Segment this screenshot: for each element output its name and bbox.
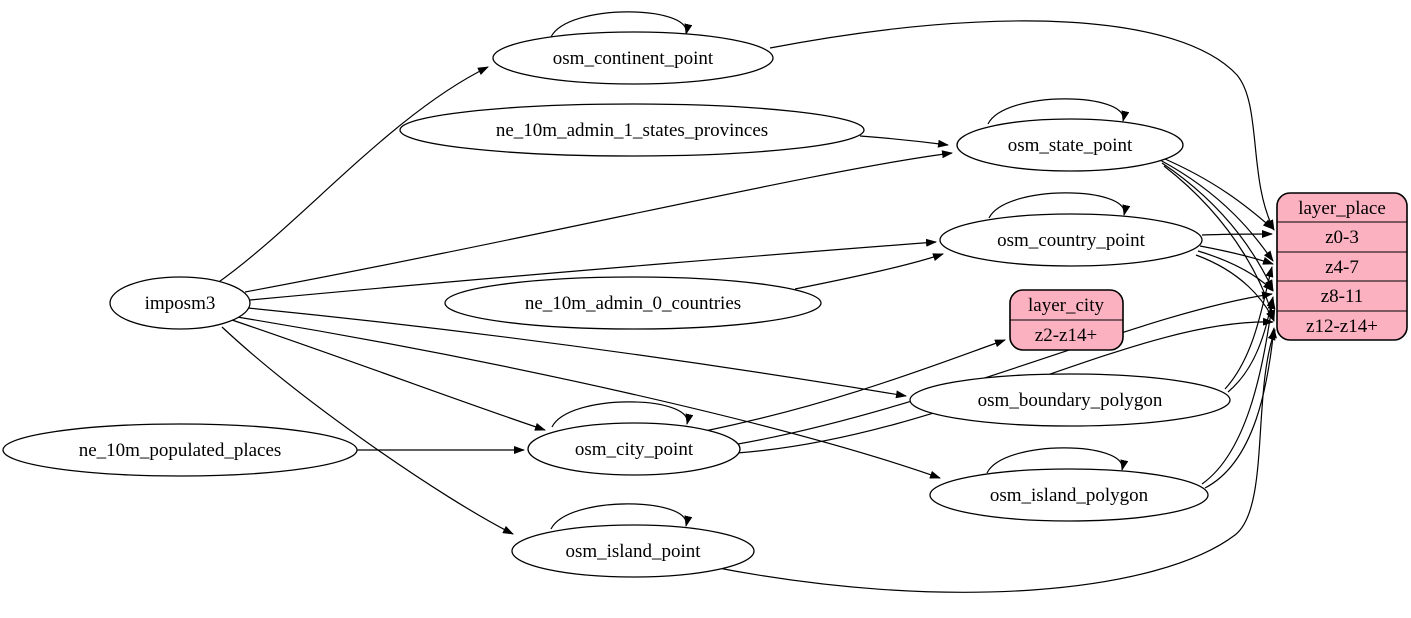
edge-osm-continent-point-to-layer-place-z0-3	[769, 20, 1275, 231]
node-layer-place: layer_place z0-3 z4-7 z8-11 z12-z14+	[1276, 192, 1408, 341]
edge-imposm3-to-osm-city-point	[231, 319, 546, 431]
osm-continent-point-shape	[492, 31, 774, 85]
edge-imposm3-to-osm-continent-point	[215, 66, 489, 285]
edge-osm-country-point-to-layer-place-z8-11	[1197, 250, 1274, 292]
ne-10m-populated-places-shape	[2, 423, 358, 477]
layer-place-row-z0-3: z0-3	[1325, 227, 1359, 248]
imposm3-shape	[109, 276, 251, 330]
self-loop-osm-state-point	[987, 98, 1130, 125]
node-osm-country-point: osm_country_point	[939, 213, 1203, 267]
node-ne-10m-admin-1-states-provinces: ne_10m_admin_1_states_provinces	[399, 103, 865, 157]
ne-10m-admin-0-countries-shape	[444, 276, 822, 330]
osm-country-point-shape	[939, 213, 1203, 267]
edge-ne-10m-admin-0-to-osm-country-point	[794, 253, 944, 290]
layer-city-row-z2-z14: z2-z14+	[1035, 325, 1097, 346]
osm-island-point-shape	[511, 524, 755, 578]
edge-osm-city-point-to-layer-city-z2-z14	[704, 339, 1006, 432]
node-ne-10m-populated-places: ne_10m_populated_places	[2, 423, 358, 477]
edge-osm-country-point-to-layer-place-z0-3	[1201, 230, 1273, 239]
osm-city-point-shape	[527, 422, 741, 476]
layer-city-title: layer_city	[1028, 295, 1104, 316]
edge-imposm3-to-osm-island-polygon	[236, 316, 941, 479]
osm-boundary-polygon-shape	[909, 373, 1231, 427]
node-ne-10m-admin-0-countries: ne_10m_admin_0_countries	[444, 276, 822, 330]
edge-imposm3-to-osm-state-point	[244, 150, 953, 293]
edge-osm-city-point-to-layer-place-z8-11	[737, 291, 1273, 445]
layer-place-title: layer_place	[1298, 198, 1386, 219]
osm-island-polygon-shape	[929, 468, 1209, 522]
node-osm-city-point: osm_city_point	[527, 422, 741, 476]
node-osm-island-polygon: osm_island_polygon	[929, 468, 1209, 522]
osm-island-point-label: osm_island_point	[565, 541, 701, 562]
osm-continent-point-label: osm_continent_point	[553, 48, 714, 69]
osm-city-point-label: osm_city_point	[575, 439, 694, 460]
osm-island-polygon-label: osm_island_polygon	[990, 485, 1149, 506]
edge-osm-island-polygon-to-layer-place-z12-z14	[1204, 327, 1277, 489]
osm-state-point-label: osm_state_point	[1008, 135, 1133, 156]
node-imposm3: imposm3	[109, 276, 251, 330]
ne-10m-admin-1-states-provinces-label: ne_10m_admin_1_states_provinces	[496, 120, 768, 141]
layer-place-shape	[1276, 192, 1408, 341]
edge-imposm3-to-osm-country-point	[249, 238, 937, 301]
self-loop-osm-country-point	[988, 192, 1131, 219]
node-osm-boundary-polygon: osm_boundary_polygon	[909, 373, 1231, 427]
osm-state-point-shape	[956, 118, 1184, 172]
edge-osm-country-point-to-layer-place-z4-7	[1199, 245, 1274, 265]
self-loop-osm-island-polygon	[986, 447, 1129, 474]
edge-osm-boundary-polygon-to-layer-place-z4-7	[1224, 266, 1274, 390]
layer-place-row-z12-z14: z12-z14+	[1306, 316, 1378, 337]
node-osm-island-point: osm_island_point	[511, 524, 755, 578]
edge-imposm3-to-osm-island-point	[221, 326, 514, 535]
ne-10m-populated-places-label: ne_10m_populated_places	[79, 440, 282, 461]
node-osm-continent-point: osm_continent_point	[492, 31, 774, 85]
self-loop-osm-city-point	[551, 401, 694, 428]
imposm3-label: imposm3	[145, 293, 216, 314]
edge-ne-10m-admin-1-to-osm-state-point	[859, 135, 949, 148]
layer-place-row-z4-7: z4-7	[1325, 257, 1359, 278]
osm-boundary-polygon-label: osm_boundary_polygon	[978, 390, 1163, 411]
edge-imposm3-to-osm-boundary-polygon	[247, 307, 907, 399]
self-loop-osm-island-point	[550, 503, 693, 530]
edges	[215, 11, 1277, 593]
layer-place-row-z8-11: z8-11	[1321, 286, 1364, 307]
node-osm-state-point: osm_state_point	[956, 118, 1184, 172]
edge-osm-state-point-to-layer-place-z0-3	[1157, 155, 1274, 230]
ne-10m-admin-0-countries-label: ne_10m_admin_0_countries	[525, 293, 741, 314]
edge-osm-island-point-to-layer-place-z12-z14	[707, 329, 1276, 593]
node-layer-city: layer_city z2-z14+	[1009, 289, 1124, 351]
ne-10m-admin-1-states-provinces-shape	[399, 103, 865, 157]
edge-osm-island-polygon-to-layer-place-z8-11	[1201, 298, 1276, 485]
osm-country-point-label: osm_country_point	[997, 230, 1145, 251]
self-loop-osm-continent-point	[550, 11, 693, 38]
edge-osm-state-point-to-layer-place-z4-7	[1159, 159, 1274, 262]
